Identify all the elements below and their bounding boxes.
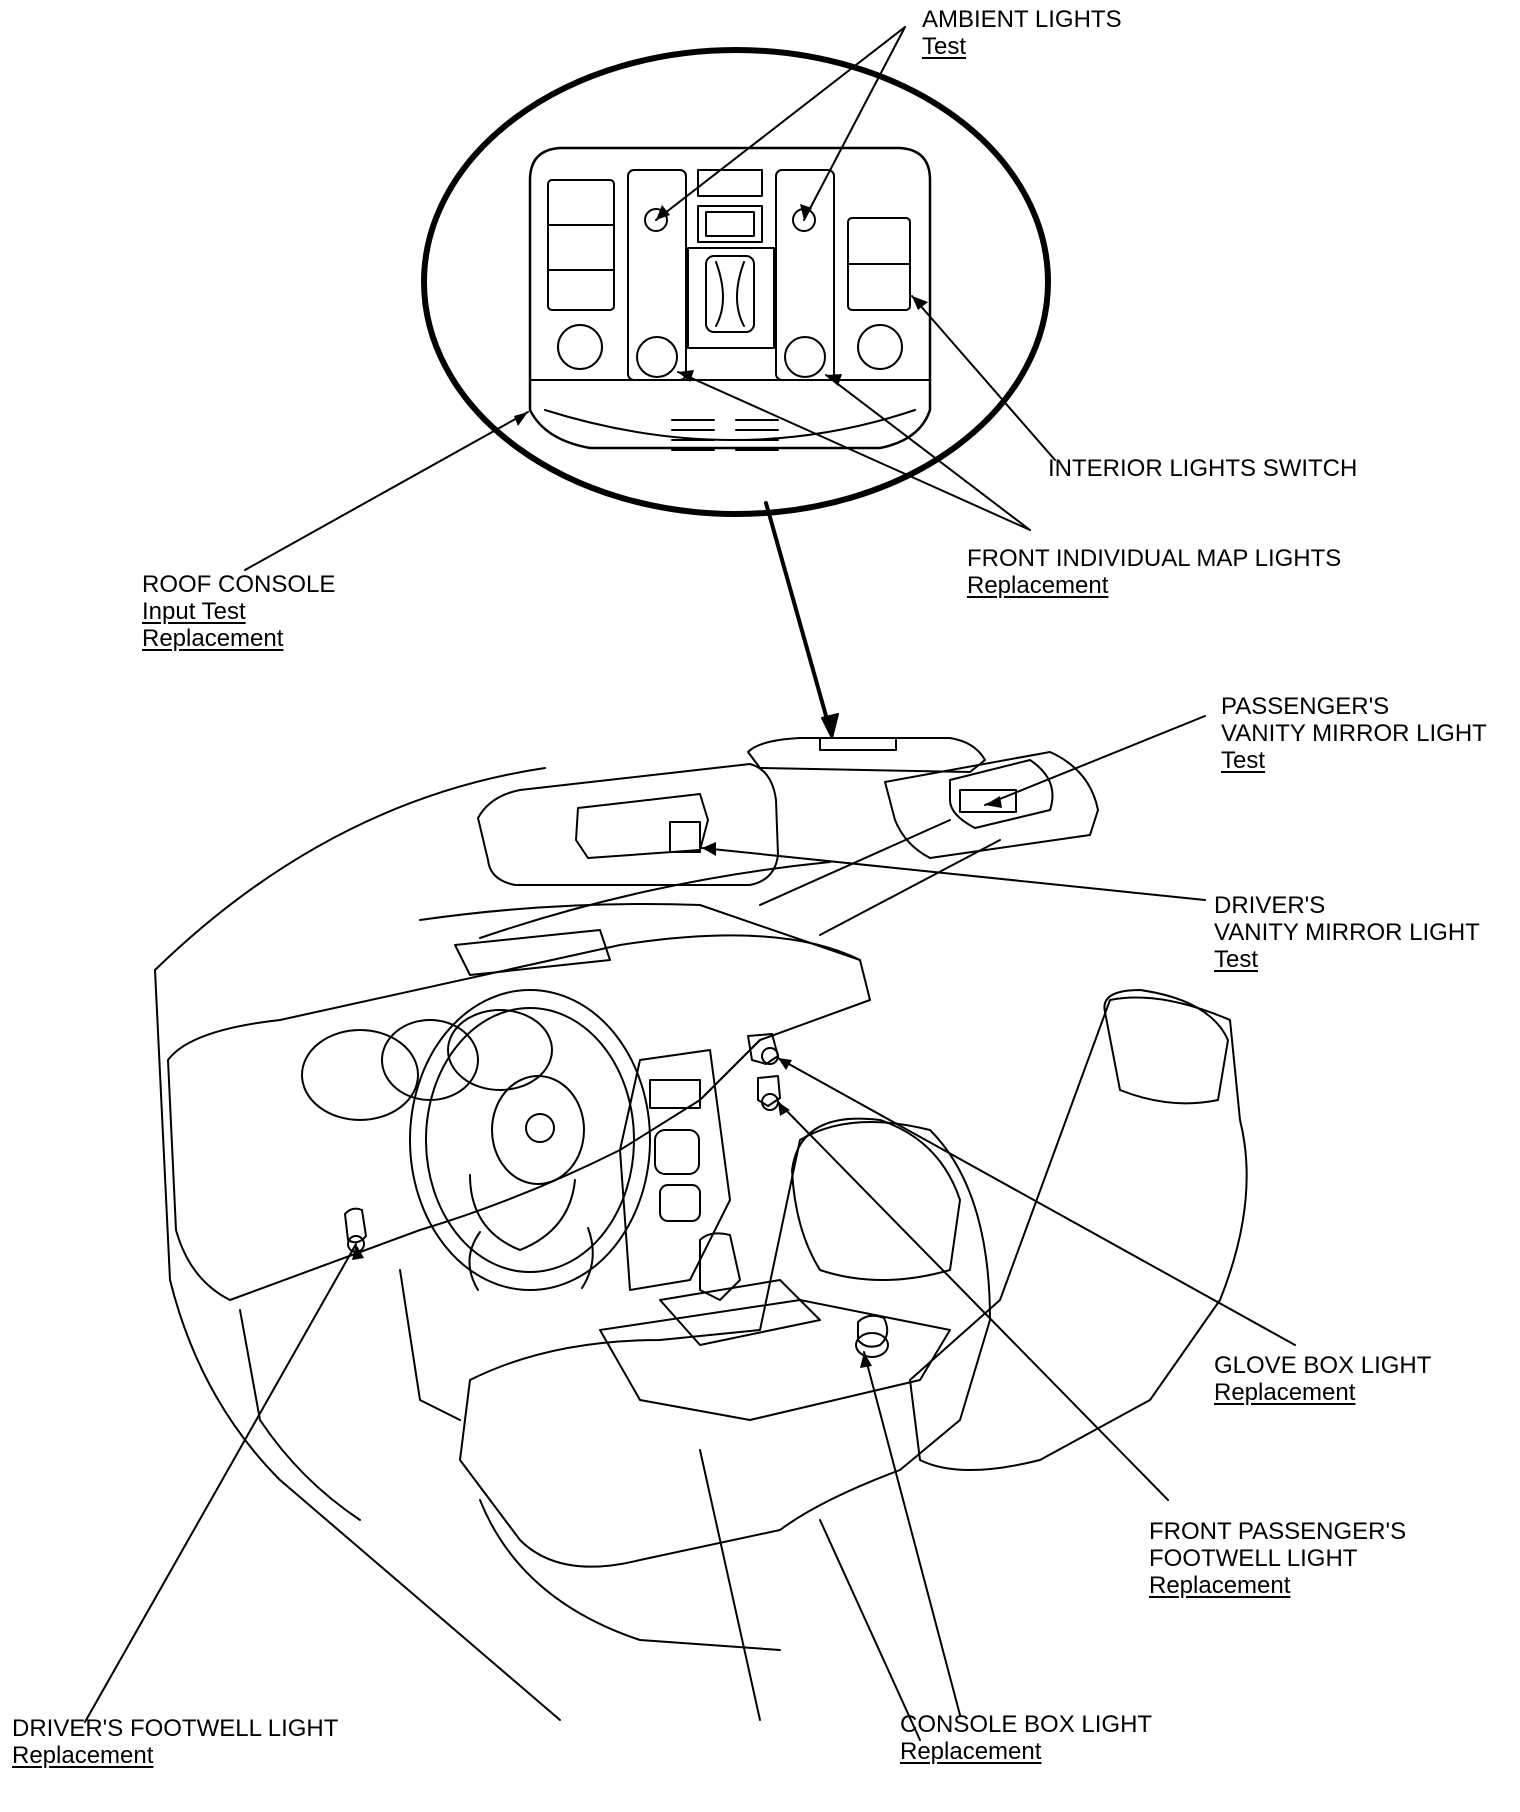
driver-headrest bbox=[791, 1117, 961, 1281]
drivers-vanity-mirror-light-title-line1: DRIVER'S bbox=[1214, 892, 1326, 919]
dashboard bbox=[167, 934, 871, 1301]
callout-interior-lights-switch: INTERIOR LIGHTS SWITCH bbox=[1048, 455, 1357, 482]
console-box-light-replacement-link[interactable]: Replacement bbox=[900, 1738, 1042, 1765]
sunroof-switch bbox=[705, 255, 755, 333]
callout-passengers-vanity-mirror-light: PASSENGER'S VANITY MIRROR LIGHT Test bbox=[1221, 693, 1487, 774]
ambient-lights-title: AMBIENT LIGHTS bbox=[922, 6, 1122, 33]
drivers-footwell-light-replacement-link[interactable]: Replacement bbox=[12, 1742, 154, 1769]
inset-oval-frame bbox=[421, 47, 1051, 517]
glove-box-light-title: GLOVE BOX LIGHT bbox=[1214, 1352, 1432, 1379]
left-round-button bbox=[557, 324, 603, 370]
callout-console-box-light: CONSOLE BOX LIGHT Replacement bbox=[900, 1711, 1152, 1765]
glove-box-light bbox=[747, 1033, 779, 1065]
passenger-sun-visor bbox=[884, 751, 1099, 859]
car-roof-console bbox=[747, 737, 986, 773]
driver-vanity-mirror-light bbox=[669, 821, 701, 853]
passenger-headrest bbox=[1103, 989, 1229, 1105]
right-map-light bbox=[784, 336, 826, 378]
drivers-vanity-mirror-light-test-link[interactable]: Test bbox=[1214, 946, 1259, 973]
console-vent-slots bbox=[671, 419, 779, 451]
console-box-light-title: CONSOLE BOX LIGHT bbox=[900, 1711, 1153, 1738]
passengers-vanity-mirror-light-test-link[interactable]: Test bbox=[1221, 747, 1266, 774]
front-passengers-footwell-light-title-line2: FOOTWELL LIGHT bbox=[1149, 1545, 1358, 1572]
glove-box-light-replacement-link[interactable]: Replacement bbox=[1214, 1379, 1356, 1406]
callout-glove-box-light: GLOVE BOX LIGHT Replacement bbox=[1214, 1352, 1431, 1406]
roof-console-inset bbox=[421, 47, 1051, 517]
arrowheads bbox=[352, 204, 1002, 1368]
left-switch-pack bbox=[547, 179, 615, 311]
gear-shifter bbox=[699, 1232, 741, 1301]
front-passenger-footwell-light bbox=[757, 1075, 781, 1107]
roof-console-body bbox=[528, 146, 932, 450]
vehicle-interior-illustration bbox=[154, 737, 1248, 1741]
ambient-lights-test-link[interactable]: Test bbox=[922, 33, 967, 60]
callout-front-individual-map-lights: FRONT INDIVIDUAL MAP LIGHTS Replacement bbox=[967, 545, 1341, 599]
roof-console-lower-lip bbox=[529, 379, 931, 441]
steering-wheel bbox=[409, 989, 651, 1291]
front-individual-map-lights-replacement-link[interactable]: Replacement bbox=[967, 572, 1109, 599]
callout-roof-console: ROOF CONSOLE Input Test Replacement bbox=[142, 571, 335, 652]
center-console bbox=[599, 1299, 951, 1421]
front-individual-map-lights-title: FRONT INDIVIDUAL MAP LIGHTS bbox=[967, 545, 1342, 572]
drivers-vanity-mirror-light-title-line2: VANITY MIRROR LIGHT bbox=[1214, 919, 1480, 946]
passengers-vanity-mirror-light-title-line2: VANITY MIRROR LIGHT bbox=[1221, 720, 1487, 747]
roof-console-title: ROOF CONSOLE bbox=[142, 571, 336, 598]
console-box-light bbox=[857, 1314, 889, 1348]
callout-drivers-footwell-light: DRIVER'S FOOTWELL LIGHT Replacement bbox=[12, 1715, 338, 1769]
callout-front-passengers-footwell-light: FRONT PASSENGER'S FOOTWELL LIGHT Replace… bbox=[1149, 1518, 1406, 1599]
driver-seat bbox=[459, 1121, 991, 1568]
roof-console-replacement-link[interactable]: Replacement bbox=[142, 625, 284, 652]
leader-lines bbox=[84, 26, 1296, 1723]
right-map-light-panel bbox=[775, 169, 835, 381]
driver-sun-visor bbox=[477, 763, 779, 886]
center-stack bbox=[619, 1049, 731, 1291]
callout-drivers-vanity-mirror-light: DRIVER'S VANITY MIRROR LIGHT Test bbox=[1214, 892, 1480, 973]
driver-footwell-light bbox=[344, 1207, 367, 1244]
passenger-vanity-mirror-light bbox=[959, 789, 1017, 813]
drivers-footwell-light-title: DRIVER'S FOOTWELL LIGHT bbox=[12, 1715, 339, 1742]
passenger-seat bbox=[909, 996, 1248, 1471]
interior-lights-switch-title: INTERIOR LIGHTS SWITCH bbox=[1048, 455, 1358, 482]
right-round-button bbox=[857, 324, 903, 370]
left-map-light bbox=[636, 336, 678, 378]
callout-ambient-lights: AMBIENT LIGHTS Test bbox=[922, 6, 1122, 60]
roof-console-input-test-link[interactable]: Input Test bbox=[142, 598, 246, 625]
front-passengers-footwell-light-replacement-link[interactable]: Replacement bbox=[1149, 1572, 1291, 1599]
left-map-light-panel bbox=[627, 169, 687, 381]
left-ambient-light bbox=[644, 208, 668, 232]
passengers-vanity-mirror-light-title-line1: PASSENGER'S bbox=[1221, 693, 1390, 720]
front-passengers-footwell-light-title-line1: FRONT PASSENGER'S bbox=[1149, 1518, 1407, 1545]
inset-pointer-arrow bbox=[764, 501, 832, 732]
